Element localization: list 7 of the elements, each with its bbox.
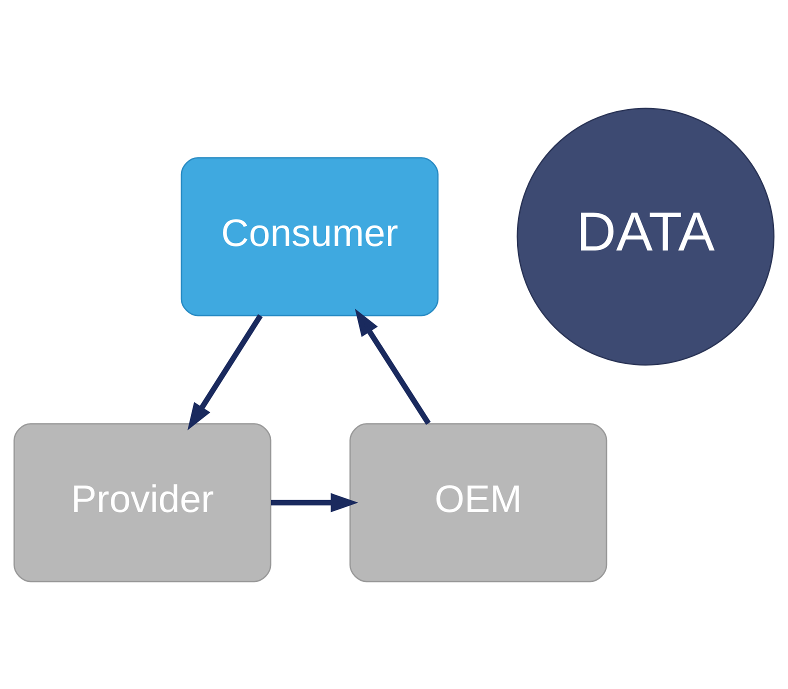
arrow — [354, 308, 431, 424]
node-box: OEM — [349, 422, 608, 582]
node-box: Consumer — [180, 156, 439, 316]
node-box: Provider — [14, 422, 272, 582]
node-circle: DATA — [516, 107, 774, 366]
arrow — [187, 314, 263, 430]
arrow — [271, 492, 358, 512]
